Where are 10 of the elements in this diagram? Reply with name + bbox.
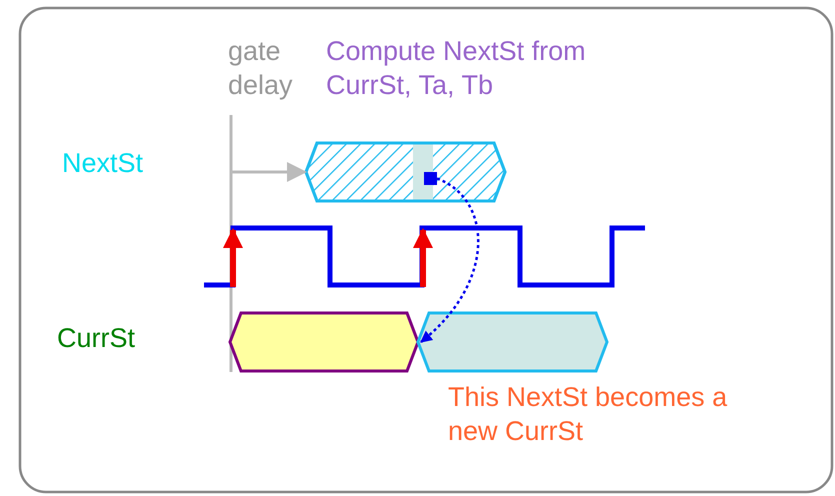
bus-value-shape xyxy=(305,142,506,202)
annotation-text: Compute NextSt from CurrSt, Ta, Tb xyxy=(326,35,587,102)
signal-name: CurrSt xyxy=(57,322,136,355)
annotation-text: gate delay xyxy=(228,35,294,102)
data-point-marker xyxy=(424,172,437,185)
annotation-text: This NextSt becomes a new CurrSt xyxy=(448,381,728,448)
arrow xyxy=(232,162,307,182)
bus-value-shape xyxy=(417,312,608,372)
signal-name: NextSt xyxy=(62,147,144,180)
bus-value-shape xyxy=(229,312,419,372)
